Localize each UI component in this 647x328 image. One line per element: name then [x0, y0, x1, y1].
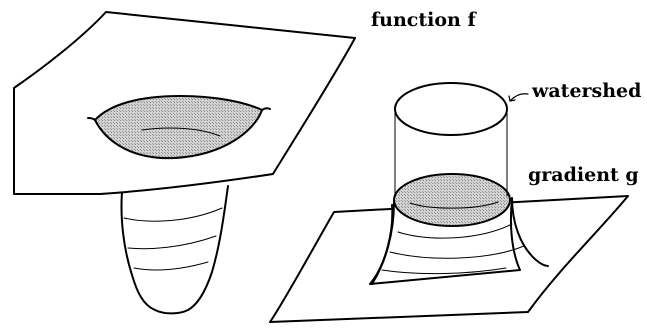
ridge-contour-1: [397, 223, 513, 239]
ridge-outline-right: [511, 197, 549, 267]
function-basin-rim-left: [87, 117, 96, 121]
function-surface-group: [13, 11, 356, 315]
funnel-contour-1: [123, 207, 223, 222]
funnel-wall-left: [120, 191, 156, 311]
gradient-surface-group: [269, 82, 629, 323]
function-basin-contour: [141, 127, 221, 137]
watershed-pointer: [510, 93, 529, 101]
funnel-bottom: [154, 309, 189, 315]
watershed-top: [394, 82, 508, 136]
function-basin-rim-right: [261, 107, 271, 111]
funnel-contour-2: [127, 235, 217, 250]
gradient-basin: [393, 173, 511, 227]
ridge-contour-3: [381, 267, 507, 275]
watershed-label: watershed: [532, 80, 642, 102]
function-label: function f: [371, 9, 476, 31]
ridge-contour-2: [389, 245, 525, 259]
gradient-label: gradient g: [528, 164, 639, 186]
gradient-basin-contour: [409, 201, 499, 209]
ridge-outline-left: [371, 201, 395, 285]
watershed-pointer-head: [508, 95, 516, 102]
funnel-contour-3: [133, 261, 209, 271]
funnel-wall-right: [187, 185, 229, 311]
